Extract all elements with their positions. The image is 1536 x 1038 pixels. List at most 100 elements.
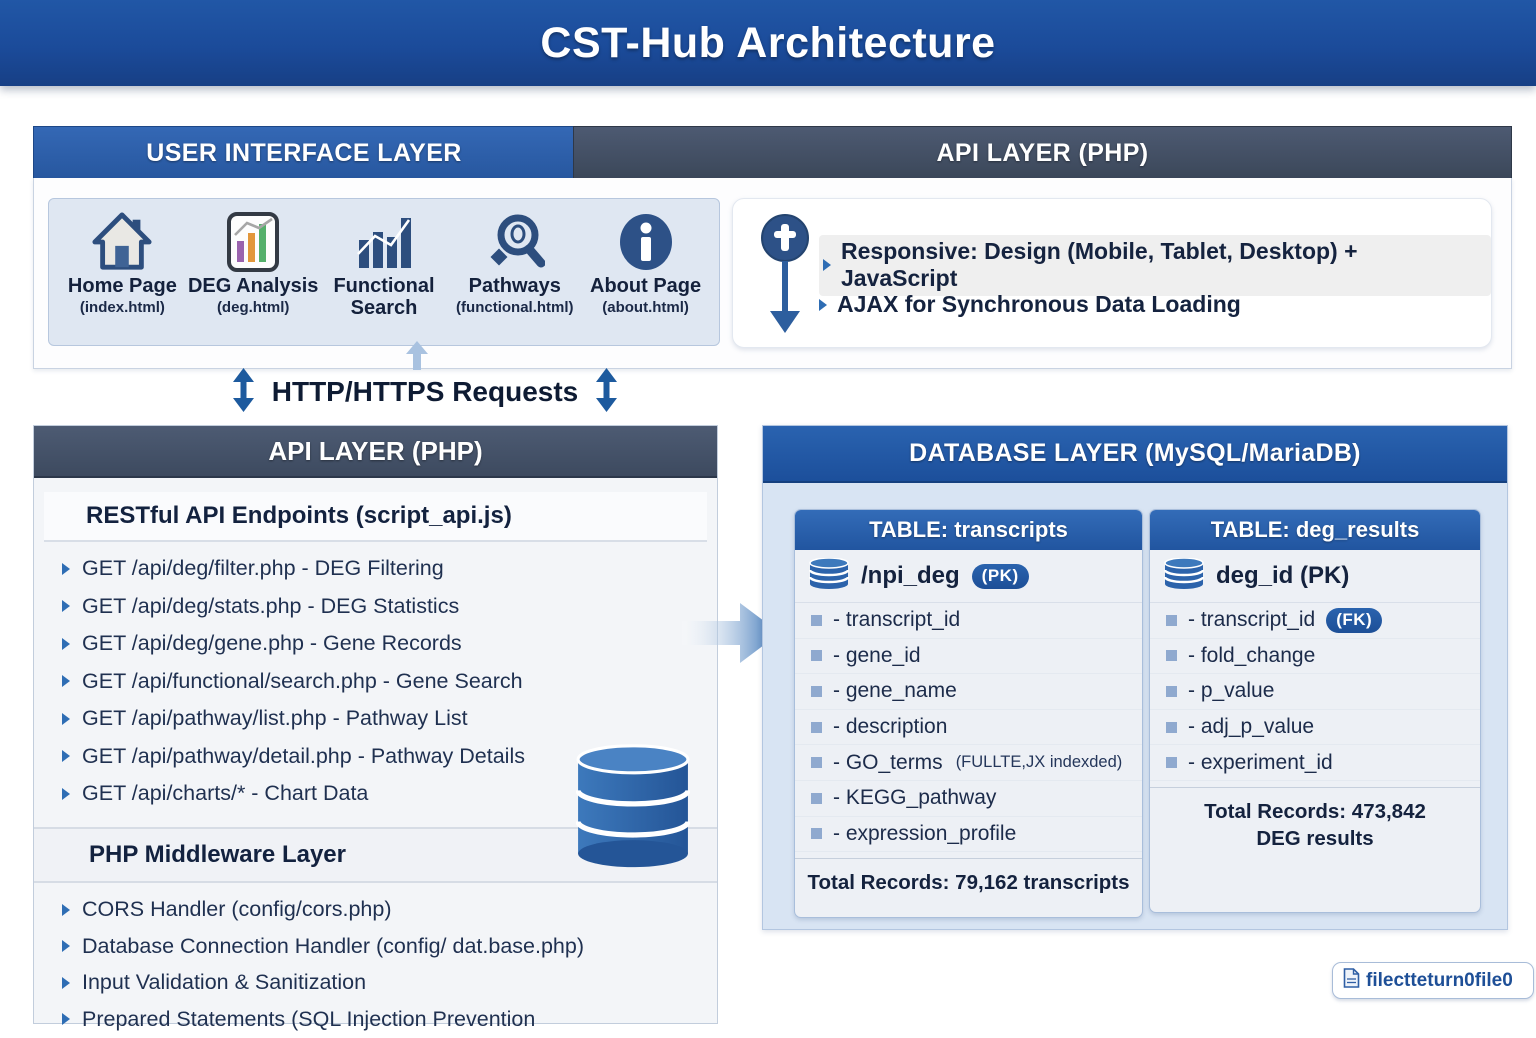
field-row: - GO_terms (FULLTE,JX indexded): [795, 745, 1142, 781]
endpoint-row: GET /api/charts/* - Chart Data: [62, 775, 717, 813]
database-box-header: DATABASE LAYER (MySQL/MariaDB): [763, 426, 1507, 483]
primary-key-name: /npi_deg: [861, 562, 960, 589]
field-note: (FULLTE,JX indexded): [955, 753, 1123, 772]
ui-pages-panel: Home Page (index.html) DEG Analysis (deg…: [48, 198, 720, 346]
updown-arrow-icon: [594, 367, 619, 417]
deg-chart-icon: [225, 209, 281, 275]
endpoint-text: GET /api/pathway/list.php - Pathway List: [82, 706, 468, 731]
total-records-line1: Total Records: 473,842: [1204, 799, 1426, 823]
ui-item-label: About Page: [590, 275, 702, 297]
middleware-list: CORS Handler (config/cors.php) Database …: [34, 883, 717, 1038]
api-box-header: API LAYER (PHP): [34, 426, 717, 478]
triangle-bullet-icon: [62, 637, 70, 650]
document-icon: [1343, 968, 1360, 993]
square-bullet-icon: [811, 792, 822, 804]
ui-item-file: (functional.html): [456, 299, 574, 316]
pk-badge: (PK): [971, 563, 1029, 589]
middleware-row: Input Validation & Sanitization: [62, 965, 717, 1002]
endpoint-row: GET /api/deg/stats.php - DEG Statistics: [62, 588, 717, 626]
ui-item-home[interactable]: Home Page (index.html): [57, 209, 188, 339]
table-card-deg-results: TABLE: deg_results deg_id (PK) - transcr…: [1149, 509, 1481, 913]
right-arrow-icon: [682, 597, 784, 674]
endpoint-text: GET /api/deg/stats.php - DEG Statistics: [82, 593, 460, 618]
ui-item-functional-search[interactable]: Functional Search: [319, 209, 450, 339]
bar-chart-icon: [355, 209, 413, 275]
ui-item-about[interactable]: About Page (about.html): [580, 209, 711, 339]
endpoint-text: GET /api/deg/gene.php - Gene Records: [82, 631, 462, 656]
field-row: - gene_name: [795, 674, 1142, 710]
field-name: - adj_p_value: [1188, 715, 1315, 739]
ui-item-deg-analysis[interactable]: DEG Analysis (deg.html): [188, 209, 319, 339]
ui-item-label: Home Page: [67, 275, 177, 297]
square-bullet-icon: [1166, 614, 1177, 626]
mini-database-icon: [808, 556, 850, 595]
api-box-header-label: API LAYER (PHP): [268, 435, 483, 466]
endpoint-text: GET /api/pathway/detail.php - Pathway De…: [82, 743, 525, 768]
ui-item-label: Functional Search: [333, 275, 435, 319]
endpoints-title: RESTful API Endpoints (script_api.js): [44, 492, 707, 542]
ui-item-file: (about.html): [602, 299, 689, 316]
total-records: Total Records: 473,842 DEG results: [1150, 786, 1480, 852]
primary-key-row: deg_id (PK): [1150, 550, 1480, 603]
field-name: - gene_id: [833, 643, 921, 667]
search-icon: [485, 209, 545, 275]
feature-line: Responsive: Design (Mobile, Tablet, Desk…: [819, 235, 1491, 296]
api-layer-top-header-label: API LAYER (PHP): [936, 138, 1149, 167]
field-name: - transcript_id: [833, 608, 961, 632]
middleware-row: Database Connection Handler (config/ dat…: [62, 928, 717, 965]
database-box-header-label: DATABASE LAYER (MySQL/MariaDB): [909, 439, 1361, 467]
field-row: - transcript_id: [795, 603, 1142, 639]
ui-item-label: DEG Analysis: [187, 275, 319, 297]
middleware-row: CORS Handler (config/cors.php): [62, 892, 717, 929]
square-bullet-icon: [811, 757, 822, 769]
field-name: - experiment_id: [1188, 750, 1333, 774]
http-requests-label: HTTP/HTTPS Requests: [271, 376, 579, 407]
page-title: CST-Hub Architecture: [540, 18, 996, 67]
triangle-bullet-icon: [62, 750, 70, 763]
file-reference-chip[interactable]: filectteturn0file0: [1332, 962, 1534, 999]
square-bullet-icon: [1166, 757, 1177, 769]
total-records-line2: DEG results: [1256, 826, 1374, 850]
endpoints-list: GET /api/deg/filter.php - DEG Filtering …: [34, 542, 717, 813]
fk-badge: (FK): [1326, 607, 1383, 633]
api-layer-box: API LAYER (PHP) RESTful API Endpoints (s…: [33, 425, 718, 1031]
field-row: - p_value: [1150, 674, 1480, 710]
ui-item-file: (index.html): [79, 299, 165, 316]
field-name: - transcript_id: [1188, 608, 1316, 632]
field-name: - p_value: [1188, 679, 1275, 703]
field-name: - description: [833, 715, 948, 739]
triangle-bullet-icon: [62, 712, 70, 725]
updown-arrow-icon: [231, 367, 256, 417]
feature-text: AJAX for Synchronous Data Loading: [837, 291, 1241, 317]
endpoint-text: GET /api/functional/search.php - Gene Se…: [82, 668, 523, 693]
http-connector: HTTP/HTTPS Requests: [230, 367, 620, 417]
database-layer-box: DATABASE LAYER (MySQL/MariaDB) TABLE: tr…: [762, 425, 1508, 930]
field-name: - expression_profile: [833, 821, 1017, 845]
pin-down-arrow-icon: [759, 213, 811, 344]
title-banner: CST-Hub Architecture: [0, 0, 1536, 86]
feature-text: Responsive: Design (Mobile, Tablet, Desk…: [841, 238, 1358, 291]
endpoint-row: GET /api/deg/filter.php - DEG Filtering: [62, 550, 717, 588]
table-title: TABLE: deg_results: [1150, 510, 1480, 550]
endpoint-text: GET /api/deg/filter.php - DEG Filtering: [82, 556, 444, 581]
triangle-bullet-icon: [819, 298, 827, 311]
ui-item-file: (deg.html): [216, 299, 290, 316]
middleware-row: Prepared Statements (SQL Injection Preve…: [62, 1001, 717, 1038]
table-card-transcripts: TABLE: transcripts /npi_deg (PK) - trans…: [794, 509, 1143, 918]
ui-item-pathways[interactable]: Pathways (functional.html): [449, 209, 580, 339]
home-icon: [91, 209, 153, 275]
mini-database-icon: [1163, 556, 1205, 595]
ui-layer-header-label: USER INTERFACE LAYER: [146, 138, 462, 167]
middleware-text: Database Connection Handler (config/ dat…: [82, 933, 584, 958]
middleware-text: Input Validation & Sanitization: [82, 970, 367, 995]
field-row: - transcript_id (FK): [1150, 603, 1480, 639]
field-name: - GO_terms: [833, 750, 943, 774]
square-bullet-icon: [811, 650, 822, 662]
square-bullet-icon: [1166, 721, 1177, 733]
field-name: - gene_name: [833, 679, 957, 703]
square-bullet-icon: [811, 614, 822, 626]
square-bullet-icon: [1166, 650, 1177, 662]
total-records: Total Records: 79,162 transcripts: [795, 858, 1142, 896]
endpoint-row: GET /api/pathway/list.php - Pathway List: [62, 700, 717, 738]
up-arrow-icon: [404, 341, 430, 376]
